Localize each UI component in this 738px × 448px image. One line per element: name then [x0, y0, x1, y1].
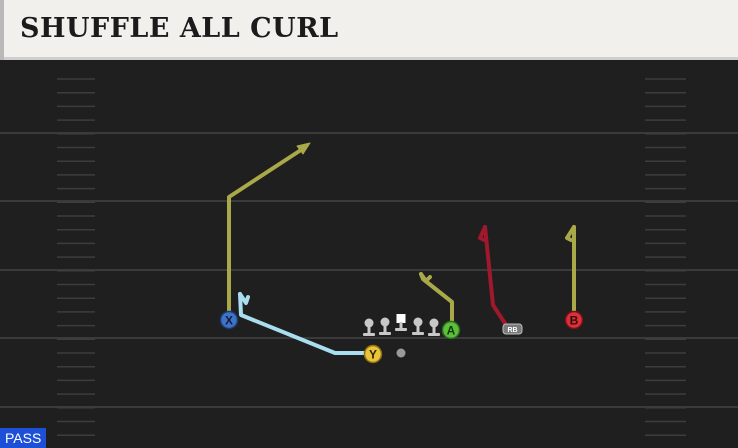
curl-hook-icon: [238, 292, 250, 305]
offensive-line: [363, 314, 440, 336]
player-y[interactable]: Y: [363, 344, 383, 364]
player-b[interactable]: B: [564, 310, 584, 330]
yard-lines: [0, 132, 738, 408]
player-y-label: Y: [369, 348, 377, 362]
play-type-badge: PASS: [0, 428, 47, 448]
player-rb-label: RB: [507, 327, 517, 334]
title-bar: SHUFFLE ALL CURL: [0, 0, 738, 60]
player-rb[interactable]: RB: [502, 323, 523, 335]
qb-dot-icon: [396, 348, 406, 358]
lineman-icon: [379, 317, 391, 335]
route-rb-path: [483, 225, 508, 327]
player-x[interactable]: X: [219, 310, 239, 330]
lineman-icon: [363, 318, 375, 336]
route-x: [227, 142, 311, 317]
curl-hook-icon: [419, 272, 432, 283]
player-x-label: X: [225, 314, 233, 328]
route-rb: [478, 225, 508, 327]
route-b: [565, 225, 576, 317]
lineman-icon: [412, 317, 424, 335]
route-y: [238, 292, 368, 355]
arrow-icon: [296, 142, 311, 155]
curl-hook-icon: [565, 225, 576, 242]
play-field: X Y A B RB: [0, 60, 738, 448]
player-a-label: A: [447, 324, 456, 338]
player-b-label: B: [570, 314, 579, 328]
player-a[interactable]: A: [441, 320, 461, 340]
route-a: [419, 272, 454, 325]
route-x-path: [227, 146, 306, 317]
field-background: [0, 60, 738, 448]
route-y-path: [238, 292, 368, 355]
hash-marks: [57, 78, 686, 436]
lineman-icon: [428, 318, 440, 336]
center-square-icon: [395, 314, 407, 331]
curl-hook-icon: [478, 225, 487, 242]
play-title: SHUFFLE ALL CURL: [20, 13, 339, 44]
